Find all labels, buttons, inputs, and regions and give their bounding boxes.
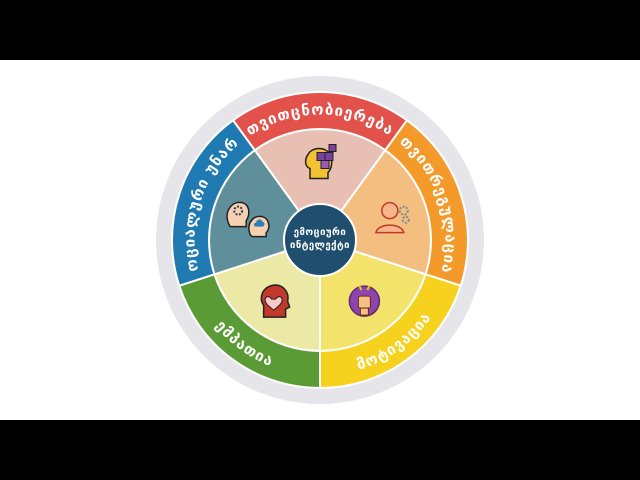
emotional-intelligence-wheel: თვითცნობიერებათვითრეგულაციამოტივაციაემპა… — [0, 60, 484, 404]
two-heads-gears-icon — [226, 201, 270, 238]
center-label-line2: ინტელექტი — [290, 240, 350, 251]
woman-gears-icon — [374, 201, 410, 234]
center-circle — [283, 203, 357, 277]
center-hub: ემოციური ინტელექტი — [283, 203, 357, 277]
segment-band-social-skills — [171, 118, 257, 287]
head-heart-icon — [260, 284, 291, 318]
head-puzzle-icon — [304, 144, 337, 180]
raised-fist-icon — [348, 285, 381, 317]
center-label-line1: ემოციური — [294, 227, 346, 238]
